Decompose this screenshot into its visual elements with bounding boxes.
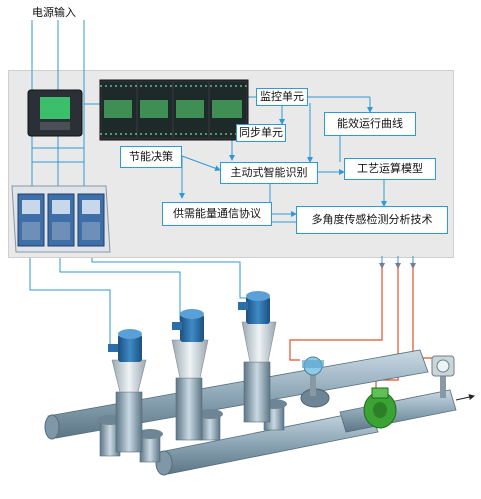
process-model-block: 工艺运算模型	[344, 158, 436, 180]
power-meter-icon	[27, 89, 83, 137]
pump-2	[171, 309, 209, 441]
multi-angle-sensing-block: 多角度传感检测分析技术	[296, 206, 448, 234]
energy-decision-block: 节能决策	[120, 146, 182, 168]
pump-3	[238, 291, 277, 423]
sync-unit-block: 同步单元	[236, 124, 286, 142]
supply-demand-protocol-block: 供需能量通信协议	[162, 202, 272, 226]
power-input-label: 电源输入	[32, 6, 76, 19]
active-recognition-block: 主动式智能识别	[220, 162, 318, 184]
efficiency-curve-block: 能效运行曲线	[324, 112, 416, 136]
monitor-unit-block: 监控单元	[256, 88, 308, 106]
pump-1	[108, 329, 147, 453]
pressure-sensor-icon	[302, 356, 324, 396]
plc-module-icon	[99, 79, 249, 141]
pressure-transmitter-icon	[431, 355, 455, 398]
control-cabinet-icon	[11, 185, 111, 253]
flow-meter-icon	[363, 387, 397, 429]
